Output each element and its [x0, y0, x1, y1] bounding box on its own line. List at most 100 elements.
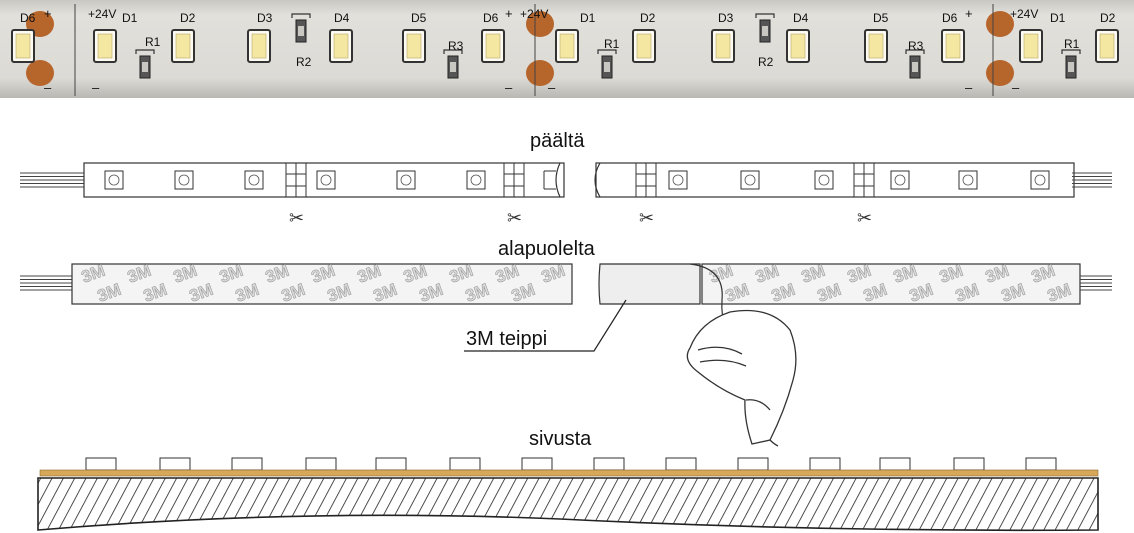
side-led	[305, 457, 337, 471]
led-lens	[248, 174, 260, 186]
resistor-body	[912, 62, 918, 72]
top-strip-left-tear	[555, 162, 561, 198]
positive-mark: +	[505, 6, 513, 21]
led-emitter	[97, 33, 113, 59]
led-chip-outline	[740, 170, 760, 190]
led-chip-outline	[174, 170, 194, 190]
led-lens	[108, 174, 120, 186]
hand-icon	[686, 309, 797, 447]
led-chip-outline	[1030, 170, 1050, 190]
led-lens	[744, 174, 756, 186]
bottom-strip-left	[71, 263, 573, 305]
led-chip-outline	[396, 170, 416, 190]
led-label: D1	[122, 11, 138, 25]
top-view: ✂ ✂ ✂ ✂	[20, 162, 1112, 229]
tape-print: 3M	[263, 261, 292, 287]
led-lens	[320, 174, 332, 186]
led-chip-outline	[244, 170, 264, 190]
led-label: D2	[180, 11, 196, 25]
led-label: D6	[483, 11, 499, 25]
led-emitter	[868, 33, 884, 59]
side-led	[159, 457, 191, 471]
side-view-label: sivusta	[529, 428, 592, 450]
led-label: D4	[334, 11, 350, 25]
led-chip-outline	[104, 170, 124, 190]
resistor-label: R1	[145, 35, 161, 49]
resistor-bracket	[755, 13, 775, 18]
scissors-icon: ✂	[507, 208, 522, 229]
solder-pad	[526, 60, 554, 86]
resistor-body	[604, 62, 610, 72]
side-led	[1025, 457, 1057, 471]
led-emitter	[15, 33, 31, 59]
side-led	[665, 457, 697, 471]
resistor-body	[298, 26, 304, 36]
led-label: D1	[580, 11, 596, 25]
scissors-icon: ✂	[639, 208, 654, 229]
wire-icon	[20, 275, 74, 291]
side-led	[85, 457, 117, 471]
led-lens	[962, 174, 974, 186]
voltage-label: +24V	[88, 7, 116, 21]
resistor-body	[450, 62, 456, 72]
top-strip-right-tear	[594, 162, 601, 198]
side-led	[953, 457, 985, 471]
resistor-body	[142, 62, 148, 72]
scissors-icon: ✂	[289, 208, 304, 229]
positive-mark: +	[965, 6, 973, 21]
wire-icon	[1080, 275, 1112, 291]
led-lens	[894, 174, 906, 186]
led-label: D1	[1050, 11, 1066, 25]
led-emitter	[485, 33, 501, 59]
top-view-label: päältä	[530, 130, 585, 152]
led-lens	[178, 174, 190, 186]
cut-points: ✂ ✂ ✂ ✂	[285, 162, 875, 229]
hatched-surface	[37, 477, 1099, 532]
led-chip-outline	[958, 170, 978, 190]
led-emitter	[559, 33, 575, 59]
led-label: D6	[942, 11, 958, 25]
resistor-label: R3	[448, 39, 464, 53]
side-led	[375, 457, 407, 471]
resistor-label: R2	[296, 55, 312, 69]
wire-icon	[20, 172, 86, 188]
led-lens	[1034, 174, 1046, 186]
led-label: D5	[411, 11, 427, 25]
scissors-icon: ✂	[857, 208, 872, 229]
led-chip-outline	[543, 170, 556, 190]
led-emitter	[1023, 33, 1039, 59]
resistor-bracket	[1061, 49, 1081, 54]
resistor-body	[1068, 62, 1074, 72]
resistor-bracket	[291, 13, 311, 18]
top-strip-right	[595, 162, 1075, 198]
led-label: D6	[20, 11, 36, 25]
wire-icon	[1072, 172, 1112, 188]
led-label: D2	[640, 11, 656, 25]
led-label: D5	[873, 11, 889, 25]
led-chip-outline	[890, 170, 910, 190]
side-led	[521, 457, 553, 471]
voltage-label: +24V	[1010, 7, 1038, 21]
led-emitter	[251, 33, 267, 59]
led-emitter	[1099, 33, 1115, 59]
led-lens	[818, 174, 830, 186]
negative-mark: –	[1012, 80, 1020, 95]
negative-mark: –	[44, 80, 52, 95]
negative-mark: –	[965, 80, 973, 95]
tape-pointer-line	[464, 299, 627, 352]
side-led	[593, 457, 625, 471]
resistor-bracket	[905, 49, 925, 54]
led-emitter	[945, 33, 961, 59]
resistor-label: R1	[604, 37, 620, 51]
led-emitter	[715, 33, 731, 59]
negative-mark: –	[92, 80, 100, 95]
bottom-view-label: alapuolelta	[498, 238, 595, 260]
side-led	[809, 457, 841, 471]
led-lens	[400, 174, 412, 186]
led-label: D4	[793, 11, 809, 25]
negative-mark: –	[548, 80, 556, 95]
resistor-label: R1	[1064, 37, 1080, 51]
